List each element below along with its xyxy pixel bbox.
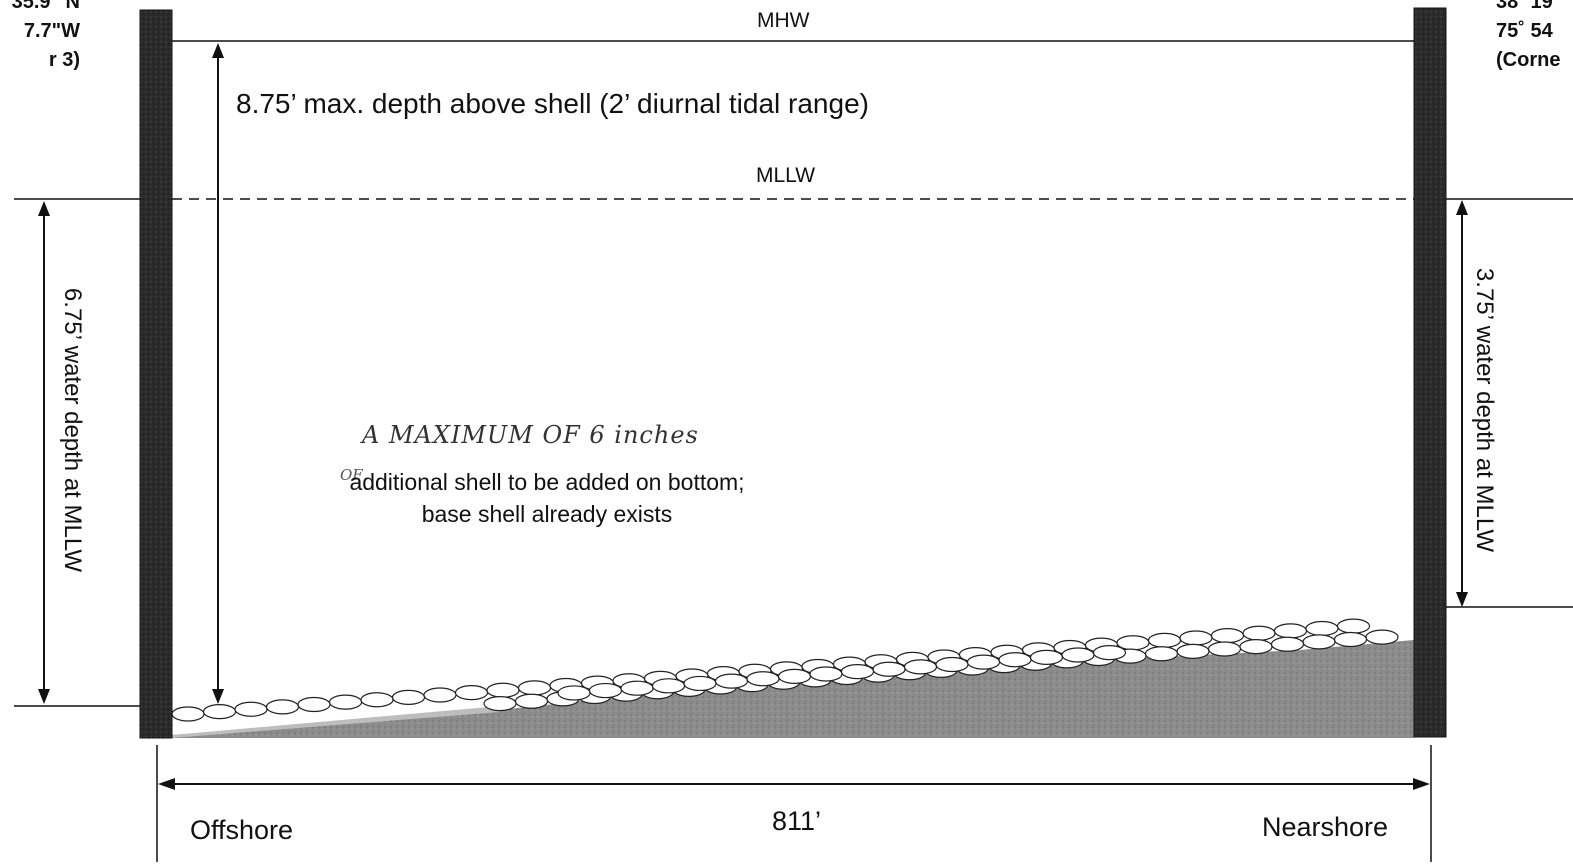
- shell: [297, 696, 331, 713]
- shell: [1305, 620, 1339, 637]
- handwritten-annotation: A MAXIMUM OF 6 inches: [362, 421, 699, 449]
- right-depth-label: 3.75’ water depth at MLLW: [1471, 267, 1498, 553]
- shell: [872, 661, 906, 677]
- shell: [1061, 647, 1095, 663]
- nearshore-label: Nearshore: [1262, 812, 1389, 842]
- left-post: [139, 9, 173, 739]
- length-dimension: [156, 745, 1432, 862]
- shell: [265, 699, 300, 715]
- shell: [1144, 646, 1179, 662]
- shell: [1270, 636, 1305, 652]
- shell: [171, 706, 205, 722]
- shell: [483, 696, 517, 712]
- shell: [1333, 631, 1368, 648]
- shell: [746, 671, 780, 687]
- shell: [234, 701, 268, 717]
- shell: [809, 666, 843, 682]
- shell-layer: [171, 618, 1399, 722]
- left-depth-label: 6.75’ water depth at MLLW: [59, 287, 86, 573]
- left-coordinates: 35.9" N 7.7"W r 3): [11, 0, 80, 71]
- shell: [620, 680, 654, 696]
- shell: [651, 678, 686, 694]
- shell: [1365, 629, 1399, 645]
- shell: [202, 704, 237, 720]
- shell: [935, 656, 969, 673]
- shell: [1336, 618, 1371, 634]
- shell: [328, 694, 363, 710]
- shell: [683, 675, 717, 692]
- right-post: [1413, 7, 1447, 738]
- offshore-label: Offshore: [190, 815, 294, 845]
- shell: [1207, 641, 1242, 657]
- shell: [423, 687, 457, 703]
- shell: [391, 689, 426, 705]
- mllw-label: MLLW: [756, 164, 816, 187]
- shell: [514, 693, 549, 709]
- shell: [360, 692, 394, 708]
- depth-above-shell-label: 8.75’ max. depth above shell (2’ diurnal…: [236, 88, 869, 119]
- right-coordinates: 38˚ 19 75˚ 54 (Corne: [1496, 0, 1561, 71]
- shell: [777, 668, 812, 684]
- shell: [714, 673, 749, 689]
- shell: [1147, 632, 1182, 648]
- shell: [998, 652, 1032, 668]
- base-shell-wedge: [172, 706, 500, 738]
- shell: [486, 682, 520, 698]
- shell: [1273, 623, 1308, 639]
- shell: [1242, 625, 1276, 641]
- shell: [517, 680, 552, 696]
- shell-note: additional shell to be added on bottom; …: [349, 469, 745, 527]
- shell: [1179, 630, 1213, 646]
- shell: [903, 659, 938, 675]
- shell: [454, 685, 489, 701]
- mhw-label: MHW: [757, 9, 810, 32]
- depth-above-shell-arrow: [212, 43, 224, 704]
- shell: [1302, 634, 1336, 650]
- left-depth-arrow: [38, 201, 50, 704]
- handwritten-of: OF: [340, 466, 363, 484]
- shell: [1092, 644, 1127, 661]
- shell: [1239, 639, 1273, 655]
- shell: [557, 685, 591, 701]
- shell: [1176, 643, 1210, 659]
- shell: [966, 654, 1001, 670]
- shell: [588, 682, 623, 699]
- shell: [1210, 628, 1245, 644]
- right-depth-arrow: [1456, 200, 1468, 607]
- shell: [840, 663, 875, 680]
- shell: [1029, 649, 1064, 665]
- length-label: 811’: [772, 806, 822, 836]
